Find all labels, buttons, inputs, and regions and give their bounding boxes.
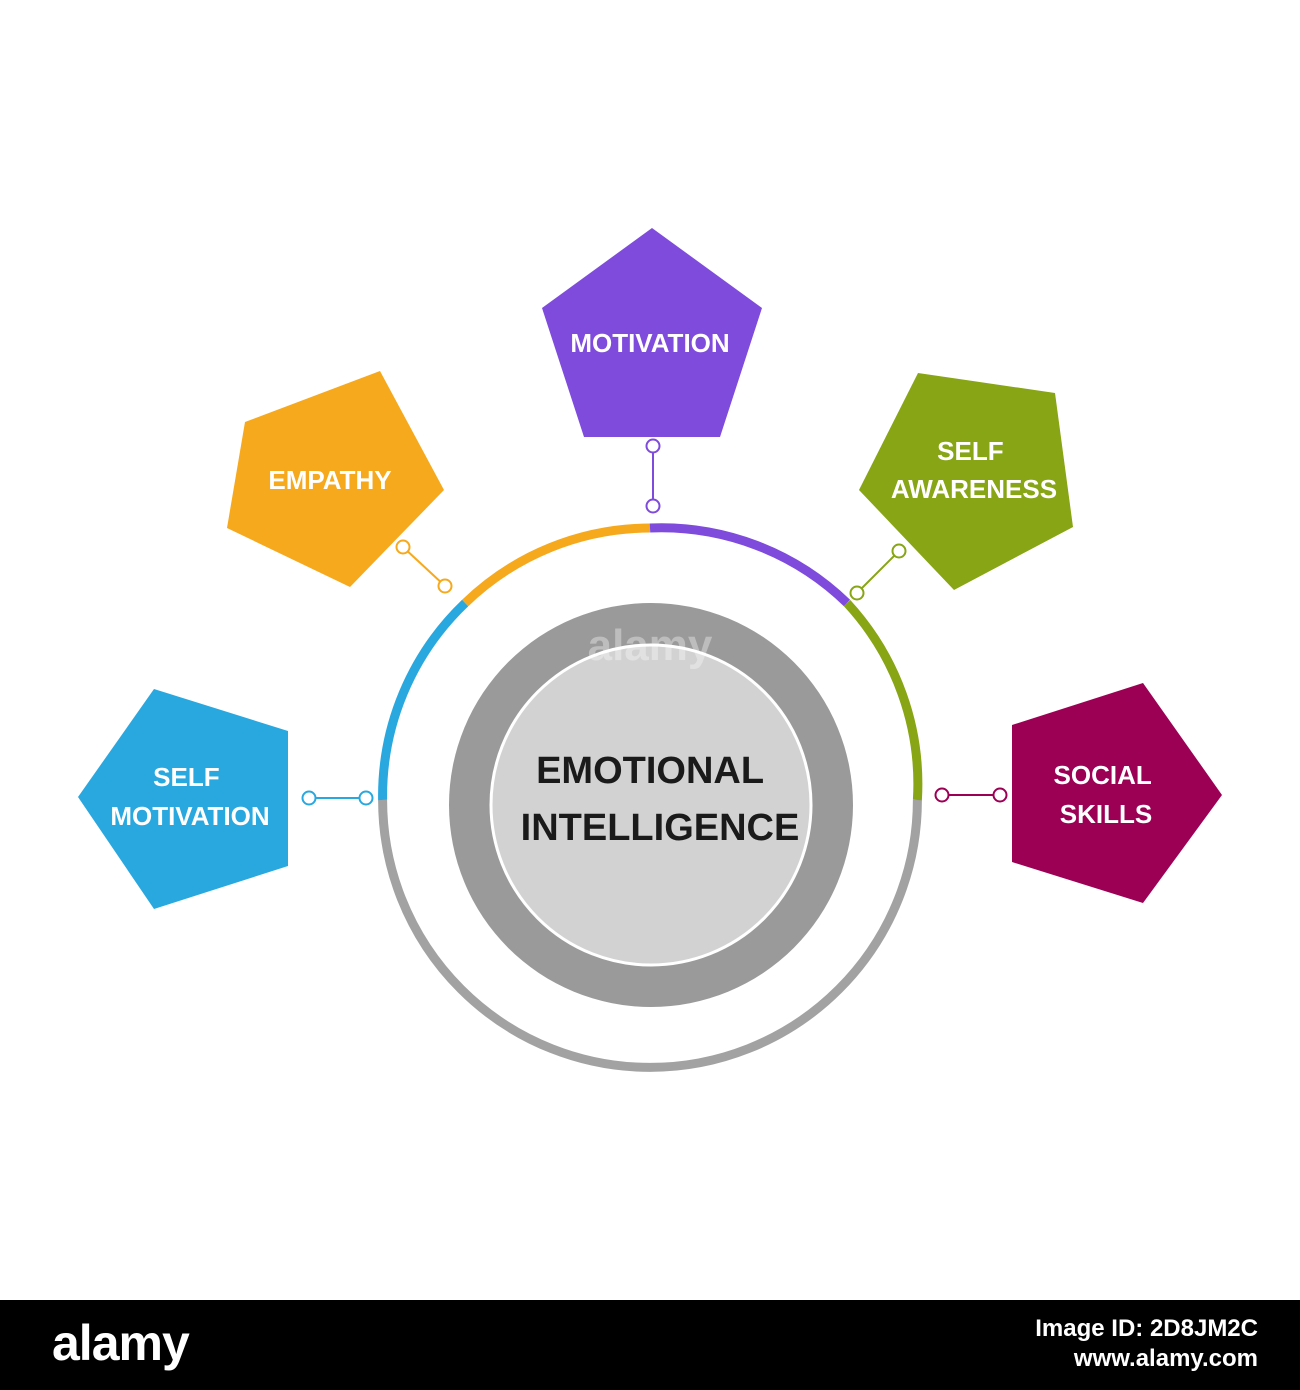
diagram: alamy EMOTIONAL INTELLIGENCE SELF MOTIV: [78, 228, 1222, 1072]
connector-empathy: [395, 539, 453, 594]
label-self-awareness-line-1: SELF: [937, 436, 1003, 466]
connector-self-motivation: [301, 790, 374, 806]
pentagon-empathy: [227, 371, 444, 587]
inner-disc: [489, 643, 813, 967]
label-social-skills-line-1: SOCIAL: [1054, 760, 1152, 790]
label-self-awareness: SELF AWARENESS: [891, 436, 1057, 504]
watermark-ghost-center: alamy: [588, 621, 713, 670]
label-self-motivation: SELF MOTIVATION: [110, 762, 269, 831]
footer-site: www.alamy.com: [1073, 1345, 1258, 1372]
pentagon-motivation: [542, 228, 762, 437]
connector-social-skills: [934, 787, 1008, 803]
center-line-1: EMOTIONAL: [536, 750, 764, 792]
connector-motivation: [645, 438, 661, 514]
pentagon-self-awareness: [859, 373, 1073, 590]
label-motivation-line-1: MOTIVATION: [570, 328, 729, 358]
label-social-skills-line-2: SKILLS: [1060, 799, 1152, 829]
outer-ring-gray: [378, 799, 922, 1072]
pentagon-self-motivation: [78, 689, 288, 909]
footer-credits: Image ID: 2D8JM2C www.alamy.com: [1035, 1314, 1258, 1374]
center-line-2: INTELLIGENCE: [521, 807, 800, 849]
arc-self-awareness: [843, 599, 923, 801]
label-empathy-line-1: EMPATHY: [268, 465, 391, 495]
label-self-motivation-line-1: SELF: [153, 762, 219, 792]
arc-self-motivation: [378, 599, 469, 801]
label-empathy: EMPATHY: [268, 465, 391, 495]
label-motivation: MOTIVATION: [570, 328, 729, 358]
center-title: EMOTIONAL INTELLIGENCE: [521, 750, 800, 849]
label-self-motivation-line-2: MOTIVATION: [110, 801, 269, 831]
label-social-skills: SOCIAL SKILLS: [1054, 760, 1159, 829]
footer-logo: alamy: [52, 1315, 190, 1371]
footer-bar: alamy Image ID: 2D8JM2C www.alamy.com: [0, 1300, 1300, 1390]
connector-self-awareness: [849, 543, 907, 601]
footer-image-id: Image ID: 2D8JM2C: [1035, 1315, 1258, 1342]
pentagon-social-skills: [1012, 683, 1222, 903]
arc-motivation: [649, 523, 851, 607]
arc-empathy: [462, 523, 651, 607]
label-self-awareness-line-2: AWARENESS: [891, 474, 1057, 504]
